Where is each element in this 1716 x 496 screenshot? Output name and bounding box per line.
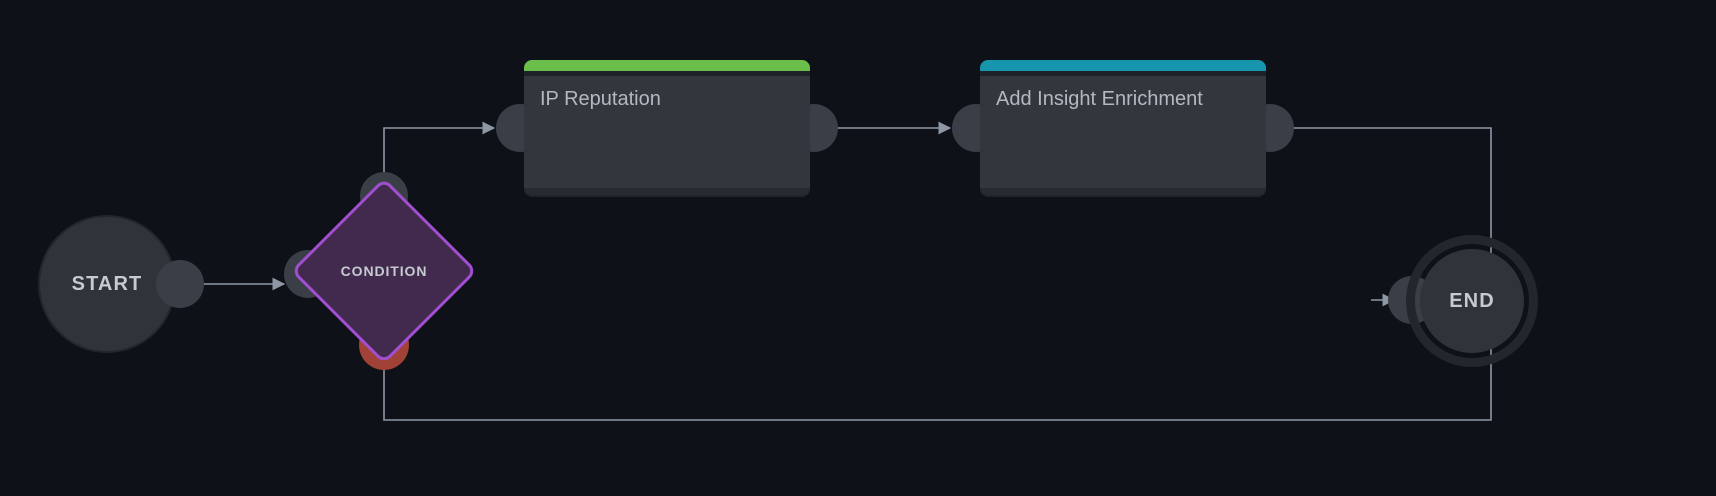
node-ip-reputation[interactable]: IP Reputation — [524, 60, 810, 195]
node-end[interactable]: END — [1406, 235, 1538, 367]
add-insight-accent-bar — [980, 60, 1266, 71]
add-insight-accent-separator — [980, 71, 1266, 76]
ip-reputation-accent-separator — [524, 71, 810, 76]
node-ip-reputation-label: IP Reputation — [540, 88, 661, 110]
node-condition[interactable]: CONDITION — [290, 177, 478, 365]
node-start[interactable]: START — [40, 217, 174, 351]
node-add-insight-enrichment-label: Add Insight Enrichment — [996, 88, 1203, 110]
edge-condition-false-to-end — [383, 300, 1492, 421]
node-add-insight-enrichment[interactable]: Add Insight Enrichment — [980, 60, 1266, 195]
node-end-label: END — [1449, 289, 1495, 312]
condition-diamond-shape — [290, 177, 478, 365]
end-inner-ring: END — [1420, 249, 1524, 353]
ip-reputation-accent-bar — [524, 60, 810, 71]
node-start-label: START — [71, 272, 143, 295]
add-insight-footer-bar — [980, 188, 1266, 195]
handle-start-output[interactable] — [156, 260, 204, 308]
ip-reputation-footer-bar — [524, 188, 810, 195]
